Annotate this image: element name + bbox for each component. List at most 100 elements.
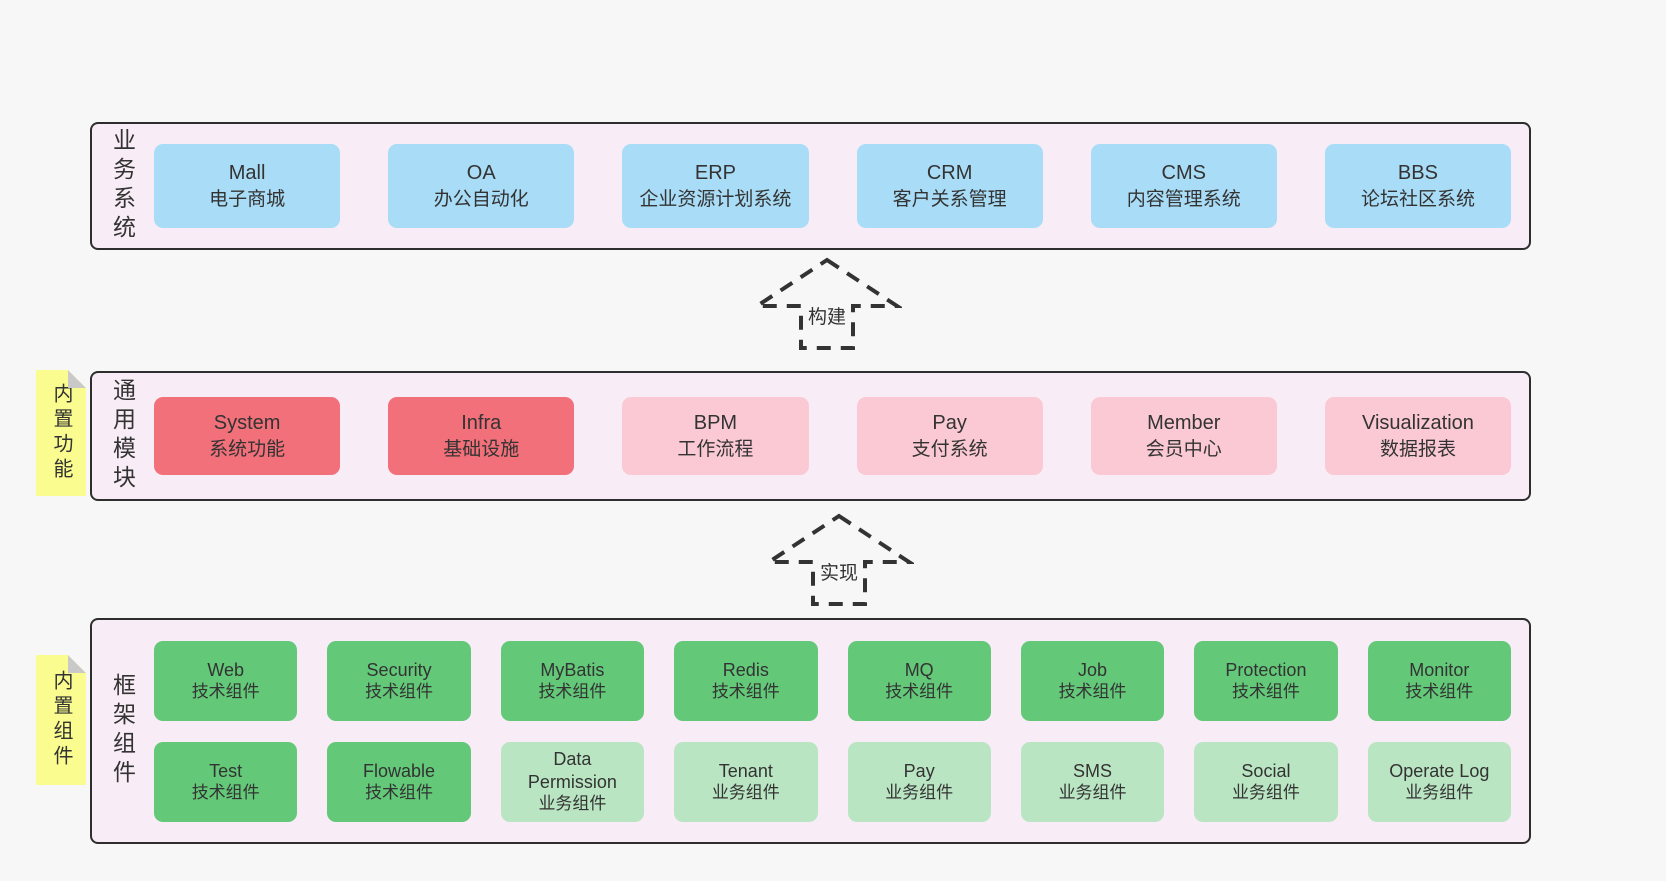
- box-name: Job: [1078, 659, 1108, 680]
- framework-components-panel: 框架组件 Web 技术组件 Security 技术组件 MyBatis 技术组件…: [90, 618, 1531, 844]
- box-desc: 技术组件: [711, 682, 780, 702]
- framework-components-grid: Web 技术组件 Security 技术组件 MyBatis 技术组件 Redi…: [152, 620, 1529, 842]
- build-arrow-label: 构建: [804, 300, 850, 331]
- business-systems-side-label: 业务系统: [92, 124, 152, 248]
- box-name: CRM: [926, 161, 973, 184]
- box-name: Pay: [903, 760, 935, 781]
- box-name: Security: [366, 659, 432, 680]
- box-desc: 内容管理系统: [1126, 188, 1241, 210]
- box-redis: Redis 技术组件: [674, 640, 818, 721]
- box-name: SMS: [1073, 760, 1113, 781]
- box-desc: 数据报表: [1379, 438, 1456, 460]
- box-operate-log: Operate Log 业务组件: [1367, 741, 1511, 822]
- box-desc: 办公自动化: [433, 188, 529, 210]
- box-desc: 系统功能: [209, 438, 286, 460]
- box-social: Social 业务组件: [1194, 741, 1338, 822]
- box-name: MyBatis: [540, 659, 605, 680]
- box-crm: CRM 客户关系管理: [856, 144, 1043, 228]
- box-name: OA: [466, 161, 496, 184]
- box-flowable: Flowable 技术组件: [327, 741, 471, 822]
- box-name: Mall: [228, 161, 266, 184]
- box-desc: 业务组件: [885, 783, 954, 803]
- box-security: Security 技术组件: [327, 640, 471, 721]
- box-desc: 支付系统: [911, 438, 988, 460]
- box-desc: 企业资源计划系统: [639, 188, 792, 210]
- box-bbs: BBS 论坛社区系统: [1324, 144, 1512, 228]
- business-systems-row: Mall 电子商城 OA 办公自动化 ERP 企业资源计划系统 CRM 客户关系…: [152, 124, 1529, 248]
- box-web: Web 技术组件: [154, 640, 298, 721]
- box-name: MQ: [904, 659, 934, 680]
- box-desc: 基础设施: [443, 438, 520, 460]
- box-mq: MQ 技术组件: [847, 640, 991, 721]
- box-name: Operate Log: [1389, 760, 1490, 781]
- box-name: Infra: [461, 411, 502, 434]
- box-desc: 工作流程: [677, 438, 754, 460]
- box-desc: 技术组件: [1405, 682, 1474, 702]
- box-bpm: BPM 工作流程: [622, 397, 809, 475]
- box-name: Pay: [932, 411, 967, 434]
- box-desc: 论坛社区系统: [1360, 188, 1475, 210]
- box-desc: 电子商城: [209, 188, 286, 210]
- up-arrow-icon: [752, 257, 902, 350]
- box-name: System: [213, 411, 281, 434]
- box-name: BPM: [693, 411, 738, 434]
- box-infra: Infra 基础设施: [388, 397, 575, 475]
- box-name: BBS: [1397, 161, 1438, 184]
- box-protection: Protection 技术组件: [1194, 640, 1338, 721]
- box-erp: ERP 企业资源计划系统: [622, 144, 809, 228]
- build-arrow: 构建: [752, 256, 902, 352]
- side-label-text: 业务系统: [109, 128, 136, 244]
- box-desc: 客户关系管理: [892, 188, 1007, 210]
- box-visualization: Visualization 数据报表: [1324, 397, 1512, 475]
- box-monitor: Monitor 技术组件: [1367, 640, 1511, 721]
- framework-components-side-label: 框架组件: [92, 620, 152, 842]
- side-label-text: 通用模块: [109, 378, 136, 494]
- box-desc: 技术组件: [365, 682, 434, 702]
- box-name: ERP: [694, 161, 736, 184]
- box-name: Flowable: [363, 760, 436, 781]
- business-systems-panel: 业务系统 Mall 电子商城 OA 办公自动化 ERP 企业资源计划系统 CRM…: [90, 122, 1531, 250]
- implement-arrow-label: 实现: [816, 556, 862, 587]
- box-desc: 业务组件: [538, 794, 607, 814]
- box-desc: 技术组件: [191, 682, 260, 702]
- box-system: System 系统功能: [154, 397, 341, 475]
- note-text: 内置功能: [50, 383, 72, 483]
- box-mall: Mall 电子商城: [154, 144, 341, 228]
- box-member: Member 会员中心: [1090, 397, 1277, 475]
- box-tenant: Tenant 业务组件: [674, 741, 818, 822]
- box-name: Monitor: [1409, 659, 1470, 680]
- common-modules-row: System 系统功能 Infra 基础设施 BPM 工作流程 Pay 支付系统…: [152, 373, 1529, 499]
- box-name: Test: [209, 760, 243, 781]
- box-pay-system: Pay 支付系统: [856, 397, 1043, 475]
- side-label-text: 框架组件: [109, 673, 136, 789]
- box-data-permission: Data Permission 业务组件: [500, 741, 645, 822]
- box-desc: 技术组件: [365, 783, 434, 803]
- note-text: 内置组件: [50, 670, 72, 770]
- box-sms: SMS 业务组件: [1020, 741, 1165, 822]
- box-test: Test 技术组件: [154, 741, 298, 822]
- common-modules-panel: 通用模块 System 系统功能 Infra 基础设施 BPM 工作流程 Pay…: [90, 371, 1531, 501]
- box-name: CMS: [1161, 161, 1206, 184]
- box-name: Data Permission: [527, 749, 617, 792]
- box-desc: 技术组件: [1058, 682, 1127, 702]
- box-job: Job 技术组件: [1020, 640, 1165, 721]
- box-desc: 技术组件: [885, 682, 954, 702]
- box-name: Member: [1147, 411, 1221, 434]
- box-oa: OA 办公自动化: [388, 144, 575, 228]
- box-name: Tenant: [718, 760, 773, 781]
- box-desc: 技术组件: [191, 783, 260, 803]
- box-desc: 技术组件: [1231, 682, 1300, 702]
- box-desc: 会员中心: [1145, 438, 1222, 460]
- box-name: Protection: [1225, 659, 1307, 680]
- box-name: Redis: [722, 659, 769, 680]
- box-desc: 业务组件: [711, 783, 780, 803]
- box-mybatis: MyBatis 技术组件: [500, 640, 645, 721]
- box-pay-component: Pay 业务组件: [847, 741, 991, 822]
- up-arrow-icon: [764, 513, 914, 606]
- box-desc: 业务组件: [1231, 783, 1300, 803]
- box-name: Visualization: [1361, 411, 1474, 434]
- box-cms: CMS 内容管理系统: [1090, 144, 1277, 228]
- common-modules-side-label: 通用模块: [92, 373, 152, 499]
- built-in-components-note: 内置组件: [36, 655, 86, 785]
- box-desc: 业务组件: [1405, 783, 1474, 803]
